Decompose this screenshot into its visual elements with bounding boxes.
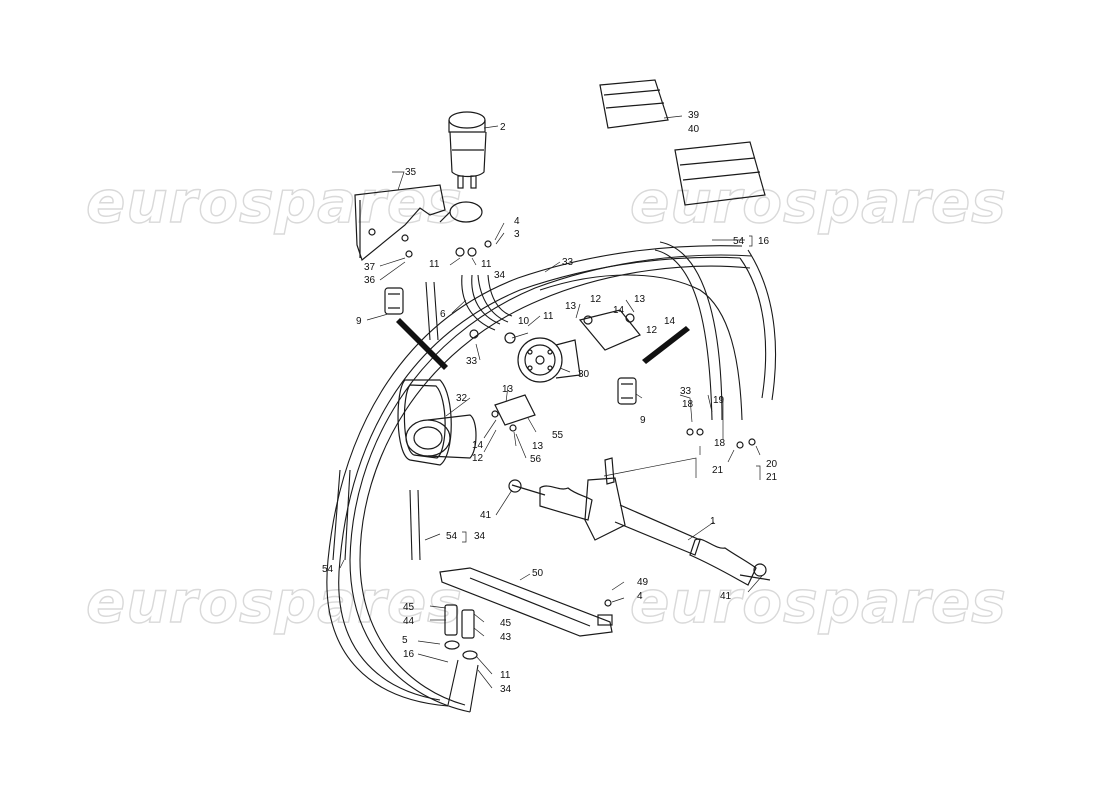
callout-21b: 21 — [766, 472, 778, 483]
callout-14c: 14 — [472, 440, 484, 451]
callout-37: 37 — [364, 262, 376, 273]
callout-18b: 18 — [714, 438, 726, 449]
callout-13c: 13 — [502, 384, 514, 395]
leader-lines — [339, 115, 763, 689]
steering-rack — [508, 457, 771, 586]
callout-12b: 12 — [646, 325, 658, 336]
reservoir — [448, 111, 487, 189]
hose-clamp-right — [617, 377, 637, 405]
steering-pump — [517, 337, 581, 383]
mount-bushings — [444, 604, 478, 660]
callout-45b: 45 — [500, 618, 512, 629]
callout-14a: 14 — [613, 305, 625, 316]
callout-54a: 54 — [733, 236, 745, 247]
callout-33a: 33 — [562, 257, 574, 268]
callout-32: 32 — [456, 393, 468, 404]
callout-12c: 12 — [472, 453, 484, 464]
callout-4b: 4 — [637, 591, 643, 602]
callout-labels: 1 2 3 4 4 5 6 9 9 10 11 11 11 11 12 12 1… — [322, 110, 778, 695]
callout-13b: 13 — [634, 294, 646, 305]
callout-35: 35 — [405, 167, 417, 178]
callout-13a: 13 — [565, 301, 577, 312]
callout-11b: 11 — [481, 259, 492, 270]
protective-sleeve-39 — [599, 79, 669, 129]
callout-14b: 14 — [664, 316, 676, 327]
callout-33b: 33 — [466, 356, 478, 367]
callout-12a: 12 — [590, 294, 602, 305]
callout-11d: 11 — [500, 670, 511, 681]
bracket — [354, 184, 446, 262]
callout-36: 36 — [364, 275, 376, 286]
callout-43: 43 — [500, 632, 512, 643]
callout-54b: 54 — [446, 531, 458, 542]
callout-10: 10 — [518, 316, 530, 327]
callout-3: 3 — [514, 229, 520, 240]
callout-41b: 41 — [720, 591, 732, 602]
watermark-bottom-left: eurospares — [85, 567, 463, 636]
hose-clamp-left — [384, 287, 404, 315]
callout-5: 5 — [402, 635, 408, 646]
drive-belt — [397, 379, 452, 466]
callout-45a: 45 — [403, 602, 415, 613]
callout-56: 56 — [530, 454, 542, 465]
callout-33c: 33 — [680, 386, 692, 397]
label-brackets — [462, 235, 761, 543]
callout-11c: 11 — [543, 311, 554, 322]
callout-50: 50 — [532, 568, 544, 579]
watermark-top-left: eurospares — [85, 167, 463, 236]
callout-34b: 34 — [474, 531, 486, 542]
protective-sleeve-40 — [674, 141, 766, 206]
callout-54c: 54 — [322, 564, 334, 575]
hoses — [326, 241, 777, 713]
rack-crossmember — [439, 567, 613, 637]
callout-20: 20 — [766, 459, 778, 470]
callout-30: 30 — [578, 369, 590, 380]
reservoir-clamp — [439, 201, 483, 223]
fittings — [405, 240, 756, 607]
callout-13d: 13 — [532, 441, 544, 452]
callout-11a: 11 — [429, 259, 440, 270]
callout-4a: 4 — [514, 216, 520, 227]
watermark-bottom-right: eurospares — [629, 567, 1007, 636]
callout-41a: 41 — [480, 510, 492, 521]
callout-16b: 16 — [403, 649, 415, 660]
callout-1: 1 — [710, 516, 716, 527]
callout-19: 19 — [713, 395, 725, 406]
callout-2: 2 — [500, 122, 506, 133]
pointer-arrows — [396, 318, 690, 370]
callout-39: 39 — [688, 110, 700, 121]
callout-16a: 16 — [758, 236, 770, 247]
callout-55: 55 — [552, 430, 564, 441]
callout-21a: 21 — [712, 465, 724, 476]
callout-49: 49 — [637, 577, 649, 588]
callout-40: 40 — [688, 124, 700, 135]
alternator-pulley — [405, 414, 477, 459]
callout-44: 44 — [403, 616, 415, 627]
pump-bracket — [494, 309, 641, 426]
callout-6: 6 — [440, 309, 446, 320]
callout-34c: 34 — [500, 684, 512, 695]
callout-34a: 34 — [494, 270, 506, 281]
callout-9a: 9 — [356, 316, 362, 327]
callout-9b: 9 — [640, 415, 646, 426]
callout-18a: 18 — [682, 399, 694, 410]
